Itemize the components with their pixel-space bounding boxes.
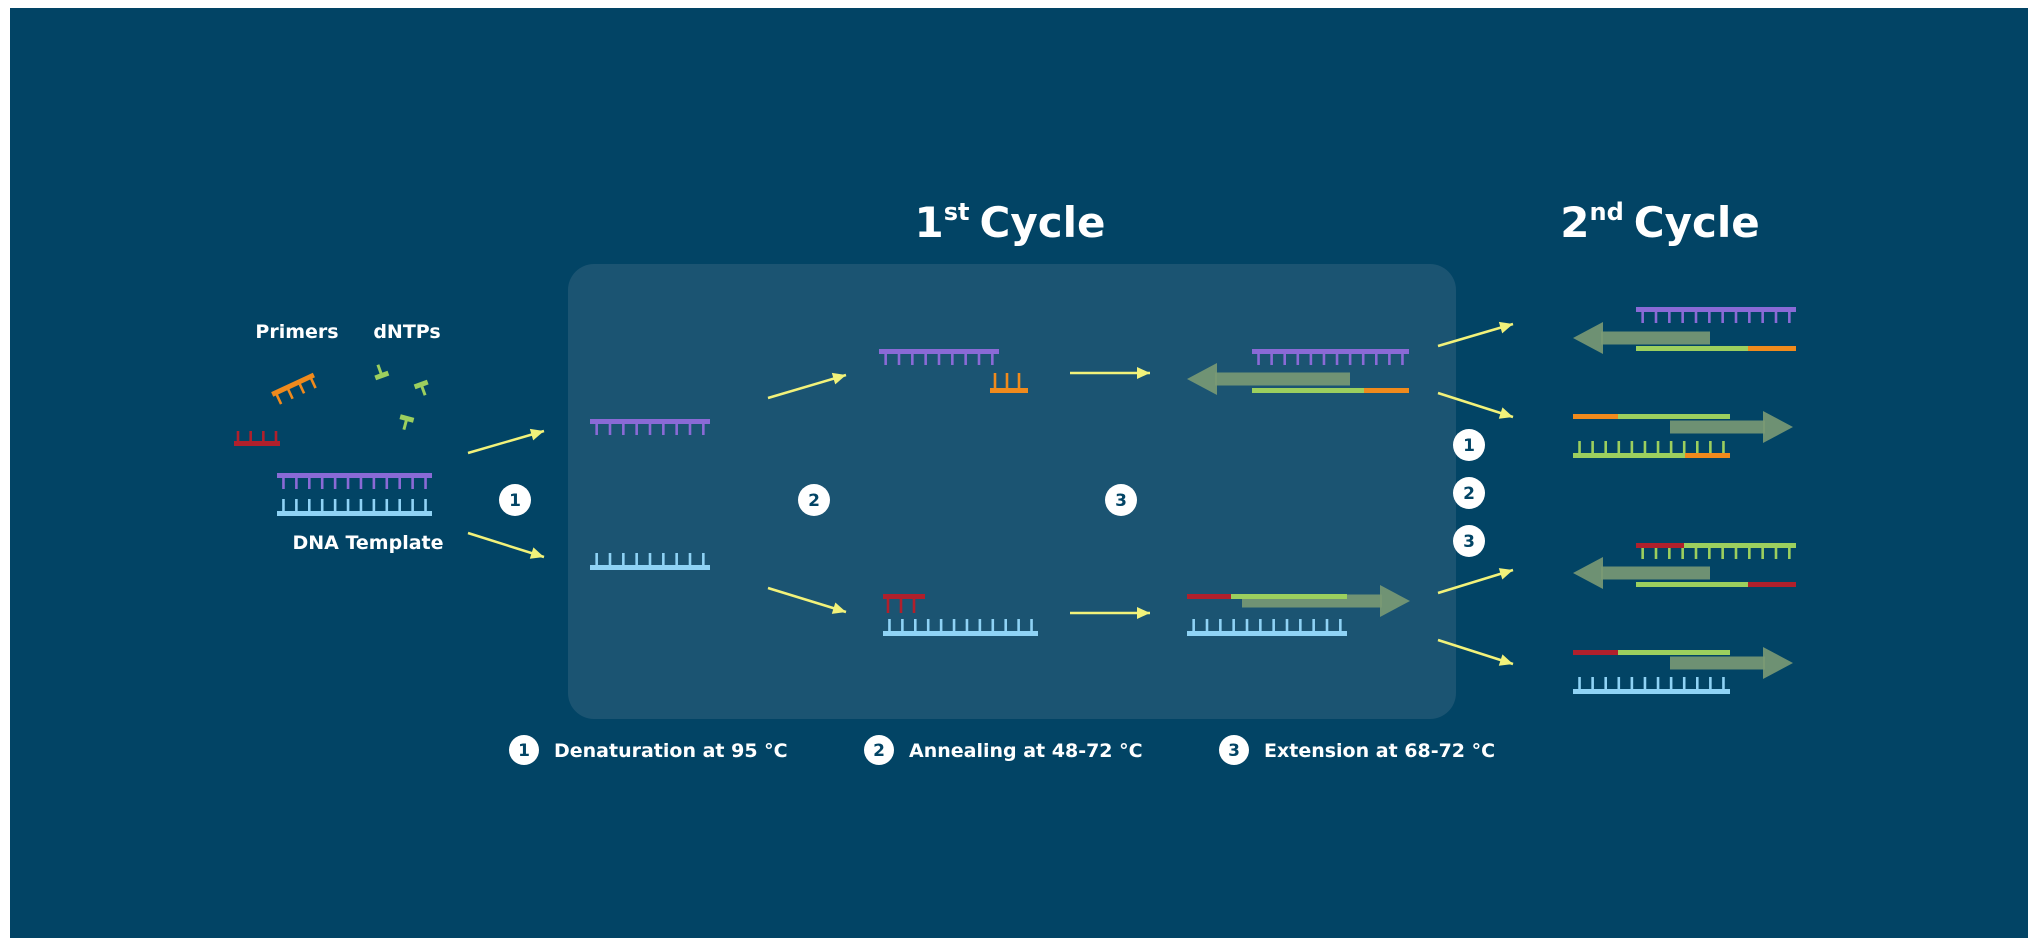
anneal-top-primer-backbone bbox=[990, 388, 1028, 393]
svg-text:1: 1 bbox=[509, 491, 521, 511]
cycle2-1-badge-icon bbox=[1453, 429, 1485, 461]
template-top-backbone bbox=[277, 473, 432, 478]
arrow-denat-top-line bbox=[467, 429, 545, 455]
svg-text:1: 1 bbox=[518, 741, 530, 761]
anneal-bottom-template-backbone bbox=[883, 631, 1038, 636]
extend-top-primer-backbone bbox=[1364, 388, 1409, 393]
legend-denaturation: 1 Denaturation at 95 °C bbox=[509, 735, 788, 765]
arrow-c2-4-line bbox=[1437, 638, 1514, 666]
step-badge-1: 1 bbox=[499, 484, 531, 516]
arrow-c2-2-line bbox=[1437, 391, 1514, 419]
arrow-c2-3-head bbox=[1498, 568, 1513, 580]
cycle2-badge-3: 3 bbox=[1453, 525, 1485, 557]
c2-p2-arrow-head bbox=[1763, 411, 1793, 443]
c2-p2-primer bbox=[1573, 414, 1618, 419]
svg-text:2: 2 bbox=[808, 491, 820, 511]
primers-label: Primers bbox=[255, 321, 338, 343]
extend-bottom-new-backbone bbox=[1231, 594, 1347, 599]
extend-top-new-backbone bbox=[1252, 388, 1364, 393]
arrow-c2-3-line bbox=[1437, 568, 1514, 595]
arrow-anneal-bottom-head bbox=[831, 602, 846, 614]
cycle2-2-badge-icon bbox=[1453, 477, 1485, 509]
dntp-1 bbox=[374, 364, 390, 381]
c2-p2-arrow-shaft bbox=[1670, 420, 1765, 434]
arrow-c2-2-head bbox=[1498, 407, 1513, 419]
svg-text:Denaturation at 95 °C: Denaturation at 95 °C bbox=[554, 740, 788, 762]
arrow-denat-bottom-head bbox=[529, 547, 544, 559]
svg-text:2: 2 bbox=[873, 741, 885, 761]
c2-p4-bottom-backbone bbox=[1573, 689, 1730, 694]
step-3-badge-icon bbox=[1105, 484, 1137, 516]
legend-annealing: 2 Annealing at 48-72 °C bbox=[864, 735, 1143, 765]
dna-strands bbox=[234, 307, 1796, 694]
ss-blue-backbone bbox=[590, 565, 710, 570]
legend-2-badge-icon bbox=[864, 735, 894, 765]
extend-top-arrow-head bbox=[1187, 363, 1217, 395]
c2-p1-primer bbox=[1748, 346, 1796, 351]
c2-p3-arrow-shaft bbox=[1601, 566, 1710, 580]
primer-red bbox=[234, 431, 280, 446]
dntps-label: dNTPs bbox=[373, 321, 440, 343]
c2-p4-new bbox=[1618, 650, 1730, 655]
legend-extension: 3 Extension at 68-72 °C bbox=[1219, 735, 1495, 765]
step-2-badge-icon bbox=[798, 484, 830, 516]
arrow-anneal-bottom-line bbox=[767, 586, 847, 614]
extend-bottom-primer-backbone bbox=[1187, 594, 1231, 599]
arrow-c2-4-head bbox=[1498, 654, 1513, 666]
c2-p3-top-red bbox=[1636, 543, 1684, 548]
legend-1-badge-icon bbox=[509, 735, 539, 765]
dna-template-label: DNA Template bbox=[292, 532, 443, 554]
legend-3-badge-icon bbox=[1219, 735, 1249, 765]
cycle2-3-badge-icon bbox=[1453, 525, 1485, 557]
arrow-anneal-top-head bbox=[831, 372, 846, 385]
c2-p2-bottom-orange bbox=[1685, 453, 1730, 458]
c2-p4-primer bbox=[1573, 650, 1618, 655]
arrow-c2-1-head bbox=[1498, 321, 1513, 334]
extend-top-template-backbone bbox=[1252, 349, 1409, 354]
anneal-bottom-primer-backbone bbox=[883, 594, 925, 599]
arrow-anneal-top-line bbox=[767, 373, 847, 400]
cycle2-badge-1: 1 bbox=[1453, 429, 1485, 461]
c2-p4-arrow-shaft bbox=[1670, 656, 1765, 670]
arrow-c2-1-line bbox=[1437, 322, 1514, 348]
svg-text:3: 3 bbox=[1463, 532, 1475, 552]
c2-p2-new bbox=[1618, 414, 1730, 419]
c2-p3-primer bbox=[1748, 582, 1796, 587]
svg-text:1: 1 bbox=[1463, 436, 1475, 456]
cycle-1-panel bbox=[568, 264, 1456, 719]
arrow-extend-bottom-head bbox=[1137, 607, 1150, 619]
c2-p3-arrow-head bbox=[1573, 557, 1603, 589]
arrow-extend-top-head bbox=[1137, 367, 1150, 379]
dntp-3 bbox=[399, 414, 415, 430]
c2-p3-new bbox=[1636, 582, 1748, 587]
c2-p1-arrow-head bbox=[1573, 322, 1603, 354]
extend-bottom-template-backbone bbox=[1187, 631, 1347, 636]
cycle2-badge-2: 2 bbox=[1453, 477, 1485, 509]
svg-text:Annealing at 48-72 °C: Annealing at 48-72 °C bbox=[909, 740, 1143, 762]
extend-bottom-arrow-head bbox=[1380, 585, 1410, 617]
step-badge-3: 3 bbox=[1105, 484, 1137, 516]
svg-text:2: 2 bbox=[1463, 484, 1475, 504]
c2-p2-bottom-backbone bbox=[1573, 453, 1730, 458]
c2-p3-top-backbone bbox=[1636, 543, 1796, 548]
arrow-denat-top-head bbox=[529, 428, 544, 441]
svg-text:Extension at 68-72 °C: Extension at 68-72 °C bbox=[1264, 740, 1495, 762]
svg-text:3: 3 bbox=[1115, 491, 1127, 511]
step-1-badge-icon bbox=[499, 484, 531, 516]
primer-orange bbox=[271, 372, 317, 405]
c2-p1-new bbox=[1636, 346, 1748, 351]
extend-top-arrow-shaft bbox=[1215, 372, 1350, 386]
c2-p1-top-backbone bbox=[1636, 307, 1796, 312]
c2-p1-arrow-shaft bbox=[1601, 331, 1710, 345]
c2-p4-arrow-head bbox=[1763, 647, 1793, 679]
step-badge-2: 2 bbox=[798, 484, 830, 516]
template-bottom-backbone bbox=[277, 511, 432, 516]
svg-text:3: 3 bbox=[1228, 741, 1240, 761]
dntp-2 bbox=[413, 379, 429, 396]
arrow-denat-bottom-line bbox=[467, 531, 545, 559]
